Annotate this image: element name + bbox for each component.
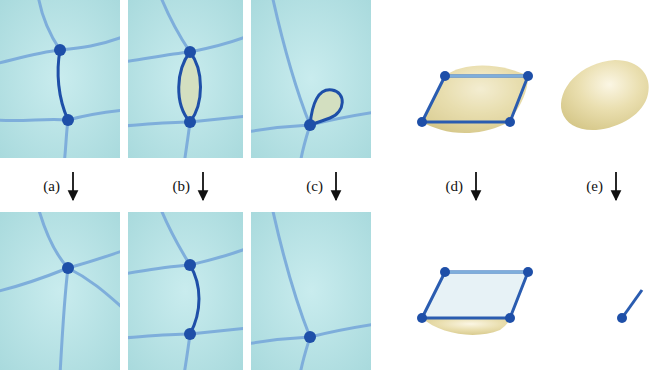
panel-label: (c) bbox=[306, 179, 323, 194]
mesh-vertex bbox=[54, 44, 316, 343]
mesh-edges bbox=[251, 212, 371, 370]
transition-arrow bbox=[73, 172, 616, 200]
panel-label: (d) bbox=[446, 179, 464, 194]
panel-ground bbox=[0, 0, 371, 370]
panel-label: (b) bbox=[173, 179, 191, 194]
panel-label: (a) bbox=[43, 179, 60, 194]
collapsed-edge bbox=[617, 290, 642, 323]
panel-label: (e) bbox=[586, 179, 603, 194]
mesh-edges bbox=[128, 212, 243, 370]
surface-patch bbox=[417, 66, 533, 134]
mesh-edges bbox=[128, 0, 243, 158]
surface-patch bbox=[417, 267, 533, 335]
mesh-edges bbox=[0, 0, 120, 158]
surface-blob bbox=[561, 60, 649, 130]
mesh-edges bbox=[0, 212, 120, 370]
mesh-edges bbox=[251, 0, 371, 158]
